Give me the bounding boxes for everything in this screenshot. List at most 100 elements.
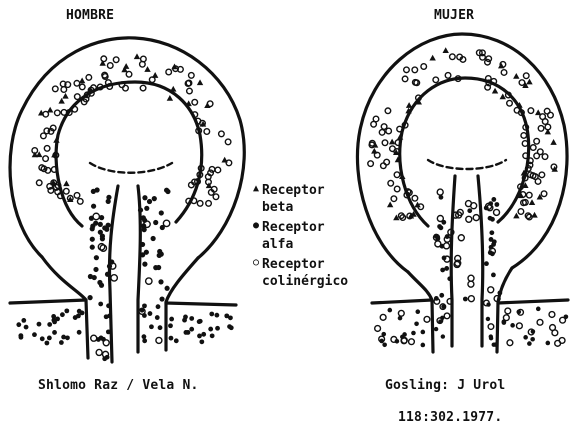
cholinergic-receptor-mark: [466, 216, 472, 222]
cholinergic-receptor-mark: [44, 146, 50, 152]
alpha-receptor-mark: [489, 245, 494, 250]
beta-receptor-mark: [134, 53, 140, 59]
cholinergic-receptor-mark: [382, 140, 388, 146]
cholinergic-receptor-mark: [523, 73, 529, 79]
cholinergic-receptor-mark: [404, 67, 410, 73]
cholinergic-receptor-mark: [123, 85, 129, 91]
alpha-receptor-mark: [516, 310, 521, 315]
alpha-receptor-mark: [98, 302, 103, 307]
alpha-receptor-mark: [494, 202, 499, 207]
alpha-receptor-mark: [106, 303, 111, 308]
alpha-receptor-mark: [168, 323, 173, 328]
alpha-receptor-mark: [93, 221, 98, 226]
alpha-receptor-mark: [102, 356, 107, 361]
alpha-receptor-mark: [198, 319, 203, 324]
alpha-receptor-mark: [138, 207, 143, 212]
cholinergic-receptor-mark: [522, 141, 528, 147]
alpha-receptor-mark: [437, 224, 442, 229]
cholinergic-receptor-mark: [101, 56, 107, 62]
cholinergic-receptor-mark: [375, 326, 381, 332]
alpha-receptor-mark: [148, 311, 153, 316]
alpha-receptor-mark: [32, 332, 37, 337]
credit-right-line1: Gosling: J Urol: [385, 378, 505, 393]
cholinergic-receptor-mark: [111, 275, 117, 281]
female-urethra-left: [451, 176, 455, 346]
alpha-receptor-mark: [398, 316, 403, 321]
cholinergic-receptor-mark: [444, 243, 450, 249]
cholinergic-receptor-mark: [458, 235, 464, 241]
cholinergic-receptor-mark: [468, 296, 474, 302]
cholinergic-receptor-mark: [107, 63, 113, 69]
alpha-receptor-mark: [94, 255, 99, 260]
beta-receptor-mark: [62, 93, 68, 99]
cholinergic-receptor-mark: [535, 179, 541, 185]
alpha-receptor-mark: [215, 326, 220, 331]
alpha-receptor-mark: [106, 195, 111, 200]
alpha-receptor-mark: [16, 322, 21, 327]
cholinergic-receptor-mark: [226, 160, 232, 166]
cholinergic-receptor-mark: [36, 180, 42, 186]
cholinergic-receptor-mark: [74, 193, 80, 199]
alpha-receptor-mark: [415, 309, 420, 314]
alpha-receptor-mark: [47, 336, 52, 341]
cholinergic-receptor-mark: [187, 88, 193, 94]
alpha-receptor-mark: [493, 342, 497, 346]
alpha-receptor-mark: [421, 330, 426, 335]
legend-alfa-line2: alfa: [262, 236, 348, 253]
cholinergic-receptor-mark: [468, 275, 474, 281]
cholinergic-receptor-mark: [96, 349, 102, 355]
female-urethra-right: [478, 176, 483, 346]
legend-alfa-line1: Receptor: [262, 219, 348, 236]
alpha-receptor-mark: [489, 336, 493, 340]
cholinergic-receptor-mark: [494, 209, 500, 215]
alpha-receptor-mark: [530, 337, 535, 342]
cholinergic-receptor-mark: [103, 340, 109, 346]
alpha-receptor-mark: [59, 340, 64, 345]
cholinergic-receptor-mark: [391, 196, 397, 202]
alpha-receptor-mark: [106, 329, 111, 334]
alpha-receptor-mark: [208, 327, 213, 332]
cholinergic-receptor-mark: [437, 215, 443, 221]
alpha-receptor-mark: [165, 286, 170, 291]
alpha-receptor-mark: [510, 323, 515, 328]
alpha-receptor-mark: [77, 309, 82, 314]
cholinergic-receptor-mark: [79, 84, 85, 90]
cholinergic-receptor-mark: [52, 86, 58, 92]
alpha-receptor-mark: [144, 206, 149, 211]
cholinergic-receptor-mark: [519, 80, 525, 86]
alpha-receptor-mark: [497, 291, 502, 296]
alpha-receptor-mark: [224, 313, 229, 318]
alpha-receptor-mark: [214, 313, 219, 318]
male-bladder-outer-wall: [10, 38, 244, 258]
alpha-receptor-mark: [158, 279, 163, 284]
cholinergic-receptor-mark: [534, 153, 540, 159]
alpha-receptor-mark: [160, 225, 165, 230]
alpha-receptor-mark: [97, 280, 102, 285]
legend-item-alfa: ● Receptor alfa: [262, 219, 348, 253]
alpha-receptor-mark: [381, 332, 386, 337]
alpha-receptor-mark: [159, 296, 164, 301]
alpha-receptor-mark: [92, 275, 97, 280]
cholinergic-receptor-mark: [503, 315, 509, 321]
alpha-receptor-mark: [164, 188, 169, 193]
filled-dot-icon: ●: [253, 217, 259, 234]
female-inner-arc: [428, 160, 506, 169]
alpha-receptor-mark: [149, 324, 154, 329]
male-floor-right: [166, 303, 236, 305]
alpha-receptor-mark: [98, 230, 103, 235]
alpha-receptor-mark: [142, 227, 147, 232]
cholinergic-receptor-mark: [373, 116, 379, 122]
alpha-receptor-mark: [388, 308, 393, 313]
beta-receptor-mark: [550, 139, 556, 145]
cholinergic-receptor-mark: [43, 156, 49, 162]
cholinergic-receptor-mark: [409, 339, 415, 345]
alpha-receptor-mark: [142, 303, 147, 308]
alpha-receptor-mark: [159, 210, 164, 215]
legend-beta-line2: beta: [262, 199, 348, 216]
cholinergic-receptor-mark: [74, 80, 80, 86]
alpha-receptor-mark: [442, 256, 447, 261]
cholinergic-receptor-mark: [55, 110, 61, 116]
cholinergic-receptor-mark: [505, 308, 511, 314]
cholinergic-receptor-mark: [560, 317, 566, 323]
cholinergic-receptor-mark: [197, 201, 203, 207]
